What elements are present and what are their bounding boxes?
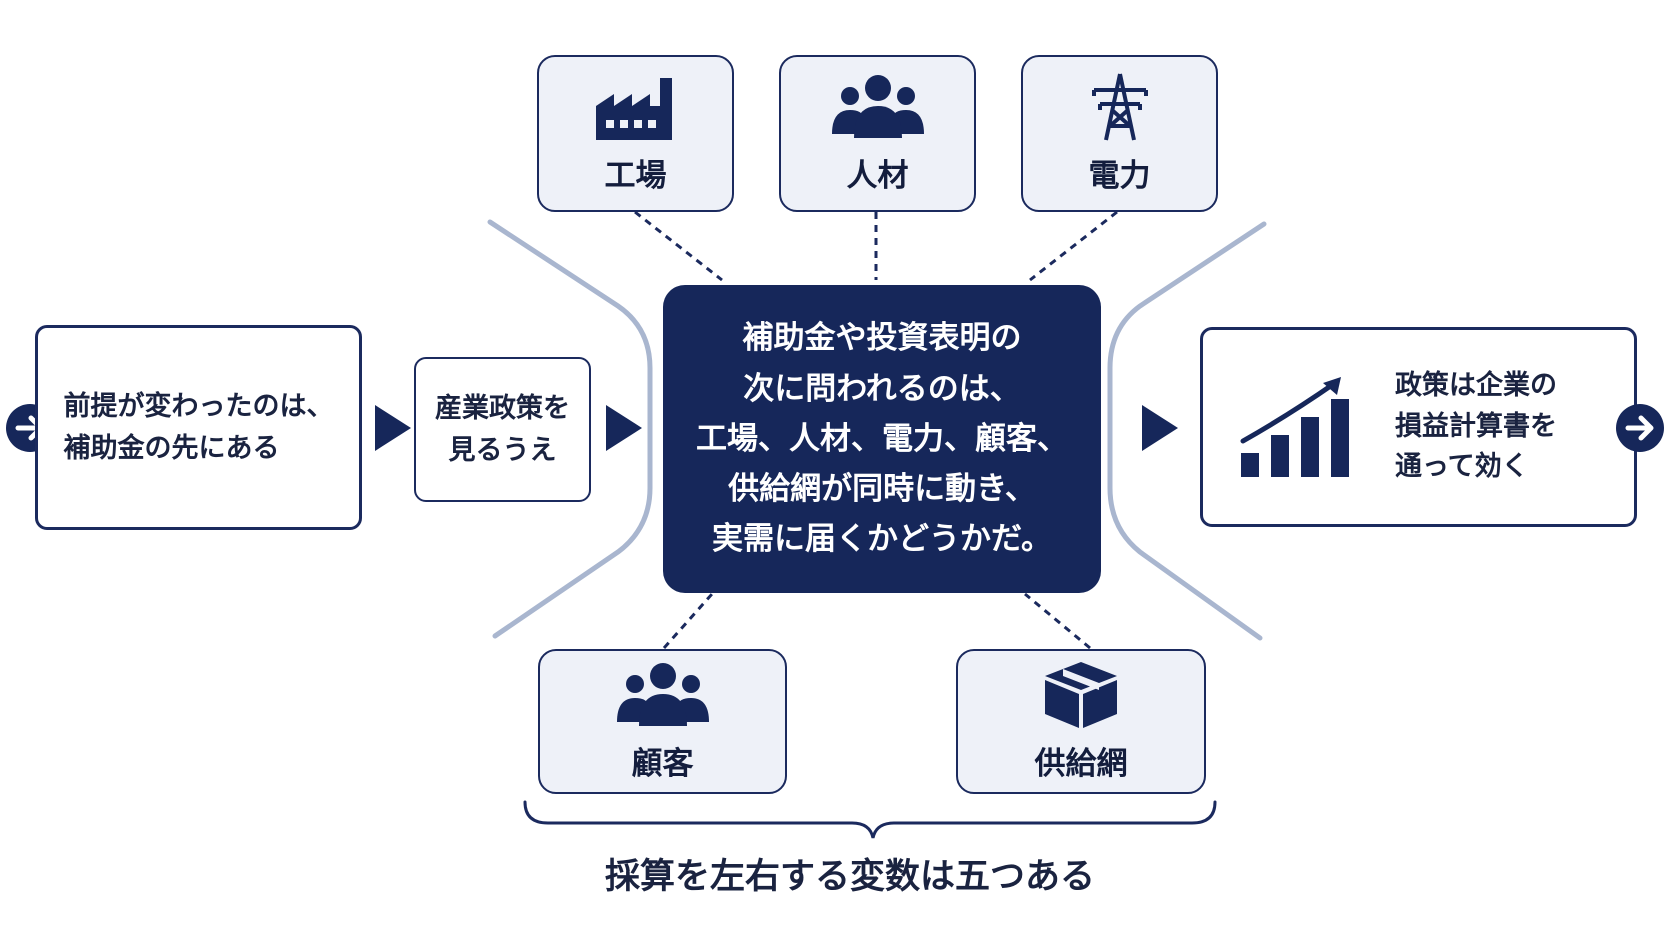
factor-supply-network: 供給網 (956, 649, 1206, 794)
factor-label: 顧客 (631, 746, 694, 782)
flow-arrow-icon (1142, 405, 1178, 451)
policy-view-text: 産業政策を 見るうえ (435, 392, 570, 466)
factor-label: 電力 (1088, 158, 1151, 194)
center-message-text: 補助金や投資表明の 次に問われるのは、 工場、人材、電力、顧客、 供給網が同時に… (696, 320, 1068, 558)
factor-people: 人材 (779, 55, 976, 212)
dotted-connector-factory (634, 210, 723, 282)
factor-factory: 工場 (537, 55, 734, 212)
center-message-box: 補助金や投資表明の 次に問われるのは、 工場、人材、電力、顧客、 供給網が同時に… (663, 285, 1101, 593)
result-box: 政策は企業の 損益計算書を 通って効く (1200, 327, 1637, 527)
result-text: 政策は企業の 損益計算書を 通って効く (1395, 370, 1557, 483)
box-icon (1045, 662, 1117, 728)
dotted-connector-power (1029, 210, 1118, 282)
people-icon (831, 75, 924, 138)
left-bracket-line (487, 219, 653, 639)
factor-customers: 顧客 (538, 649, 787, 794)
flow-arrow-icon (375, 405, 411, 451)
premise-box: 前提が変わったのは、 補助金の先にある (35, 325, 362, 530)
dotted-connector-supply (1024, 592, 1091, 650)
bottom-brace (523, 800, 1217, 839)
right-bracket-line (1107, 221, 1267, 641)
caption: 採算を左右する変数は五つある (604, 857, 1095, 897)
power-tower-icon (1091, 73, 1148, 141)
factor-label: 人材 (846, 158, 909, 194)
growth-chart-icon (1240, 377, 1349, 477)
factor-power: 電力 (1021, 55, 1218, 212)
factor-label: 供給網 (1034, 746, 1128, 782)
factor-label: 工場 (604, 158, 667, 194)
factory-icon (595, 78, 672, 140)
people-icon (616, 663, 709, 726)
flow-arrow-icon (606, 405, 642, 451)
premise-text: 前提が変わったのは、 補助金の先にある (63, 390, 334, 464)
arrow-right-circle-icon (1616, 404, 1664, 452)
dotted-connector-customers (662, 593, 714, 649)
policy-view-box: 産業政策を 見るうえ (414, 357, 591, 502)
